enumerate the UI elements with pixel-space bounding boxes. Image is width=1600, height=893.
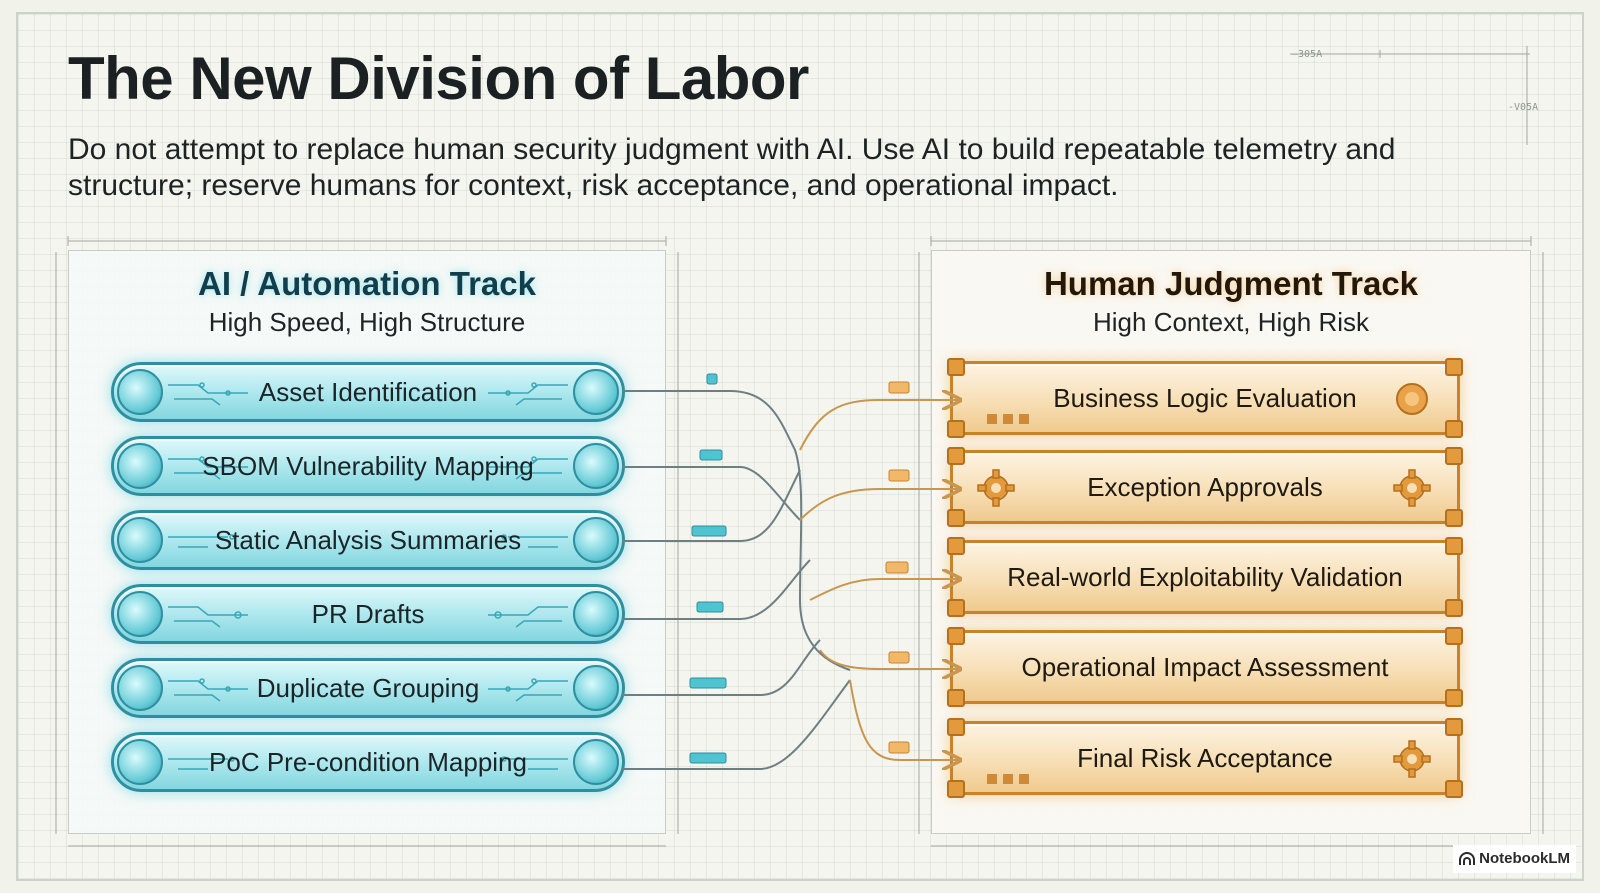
circuit-icon <box>501 756 568 770</box>
frame-corner <box>947 358 965 376</box>
frame-corner <box>1445 420 1463 438</box>
human-item-label: Real-world Exploitability Validation <box>1007 562 1403 592</box>
ai-automation-track-panel: AI / Automation Track High Speed, High S… <box>68 250 666 834</box>
ai-item-static-analysis-summaries: Static Analysis Summaries <box>111 510 625 570</box>
notebooklm-brand: NotebookLM <box>1453 845 1576 873</box>
frame-corner <box>947 780 965 798</box>
human-item-exception-approvals: Exception Approvals <box>947 447 1463 527</box>
notebooklm-logo-icon <box>1459 852 1476 865</box>
ai-track-title: AI / Automation Track <box>198 265 536 302</box>
indicator-lights-icon <box>987 414 1029 424</box>
circuit-icon <box>501 534 568 548</box>
ai-item-asset-identification: Asset Identification <box>111 362 625 422</box>
gear-icon <box>1393 469 1431 507</box>
frame-corner <box>1445 447 1463 465</box>
indicator-lights-icon <box>987 774 1029 784</box>
circuit-icon <box>488 382 568 406</box>
human-item-label: Operational Impact Assessment <box>1021 652 1389 682</box>
dial-icon <box>1396 383 1428 415</box>
human-track-title: Human Judgment Track <box>1043 265 1419 302</box>
circuit-icon <box>168 756 235 770</box>
ai-item-sbom-vulnerability-mapping: SBOM Vulnerability Mapping <box>111 436 625 496</box>
human-judgment-track-panel: Human Judgment Track High Context, High … <box>931 250 1531 834</box>
frame-corner <box>1445 358 1463 376</box>
ai-item-label: Asset Identification <box>258 377 478 407</box>
page-title: The New Division of Labor <box>68 45 809 112</box>
brand-name: NotebookLM <box>1479 850 1570 867</box>
ai-item-label: Static Analysis Summaries <box>214 525 522 555</box>
human-track-subtitle: High Context, High Risk <box>1093 307 1369 337</box>
human-item-final-risk-acceptance: Final Risk Acceptance <box>947 718 1463 798</box>
frame-corner <box>1445 718 1463 736</box>
gear-icon <box>977 469 1015 507</box>
ai-item-label: Duplicate Grouping <box>256 673 480 703</box>
frame-corner <box>947 627 965 645</box>
circuit-icon <box>168 678 248 702</box>
frame-corner <box>947 537 965 555</box>
circuit-icon <box>488 678 568 702</box>
frame-corner <box>1445 627 1463 645</box>
frame-corner <box>1445 509 1463 527</box>
ai-item-poc-pre-condition-mapping: PoC Pre-condition Mapping <box>111 732 625 792</box>
circuit-icon <box>168 534 235 548</box>
ai-track-subtitle: High Speed, High Structure <box>208 307 526 337</box>
page-subtitle: Do not attempt to replace human security… <box>68 133 1396 202</box>
ai-item-label: PR Drafts <box>311 599 425 629</box>
frame-corner <box>1445 689 1463 707</box>
frame-corner <box>1445 780 1463 798</box>
circuit-icon <box>488 606 568 628</box>
human-item-label: Business Logic Evaluation <box>1053 383 1357 413</box>
human-item-operational-impact-assessment: Operational Impact Assessment <box>947 627 1463 707</box>
ai-item-label: SBOM Vulnerability Mapping <box>202 451 534 481</box>
circuit-icon <box>168 606 248 628</box>
ai-item-pr-drafts: PR Drafts <box>111 584 625 644</box>
human-item-business-logic-evaluation: Business Logic Evaluation <box>947 358 1463 438</box>
circuit-icon <box>168 382 248 406</box>
circuit-icon <box>168 456 248 480</box>
frame-corner <box>1445 599 1463 617</box>
dimension-mark-side: -V05A <box>1508 102 1539 113</box>
circuit-icon <box>488 456 568 480</box>
dimension-mark-top: —305A <box>1292 49 1323 60</box>
human-item-real-world-exploitability-validation: Real-world Exploitability Validation <box>947 537 1463 617</box>
gear-icon <box>1393 740 1431 778</box>
ai-item-label: PoC Pre-condition Mapping <box>209 747 527 777</box>
human-item-label: Exception Approvals <box>1087 472 1323 502</box>
ai-item-duplicate-grouping: Duplicate Grouping <box>111 658 625 718</box>
frame-corner <box>1445 537 1463 555</box>
human-item-label: Final Risk Acceptance <box>1077 743 1333 773</box>
